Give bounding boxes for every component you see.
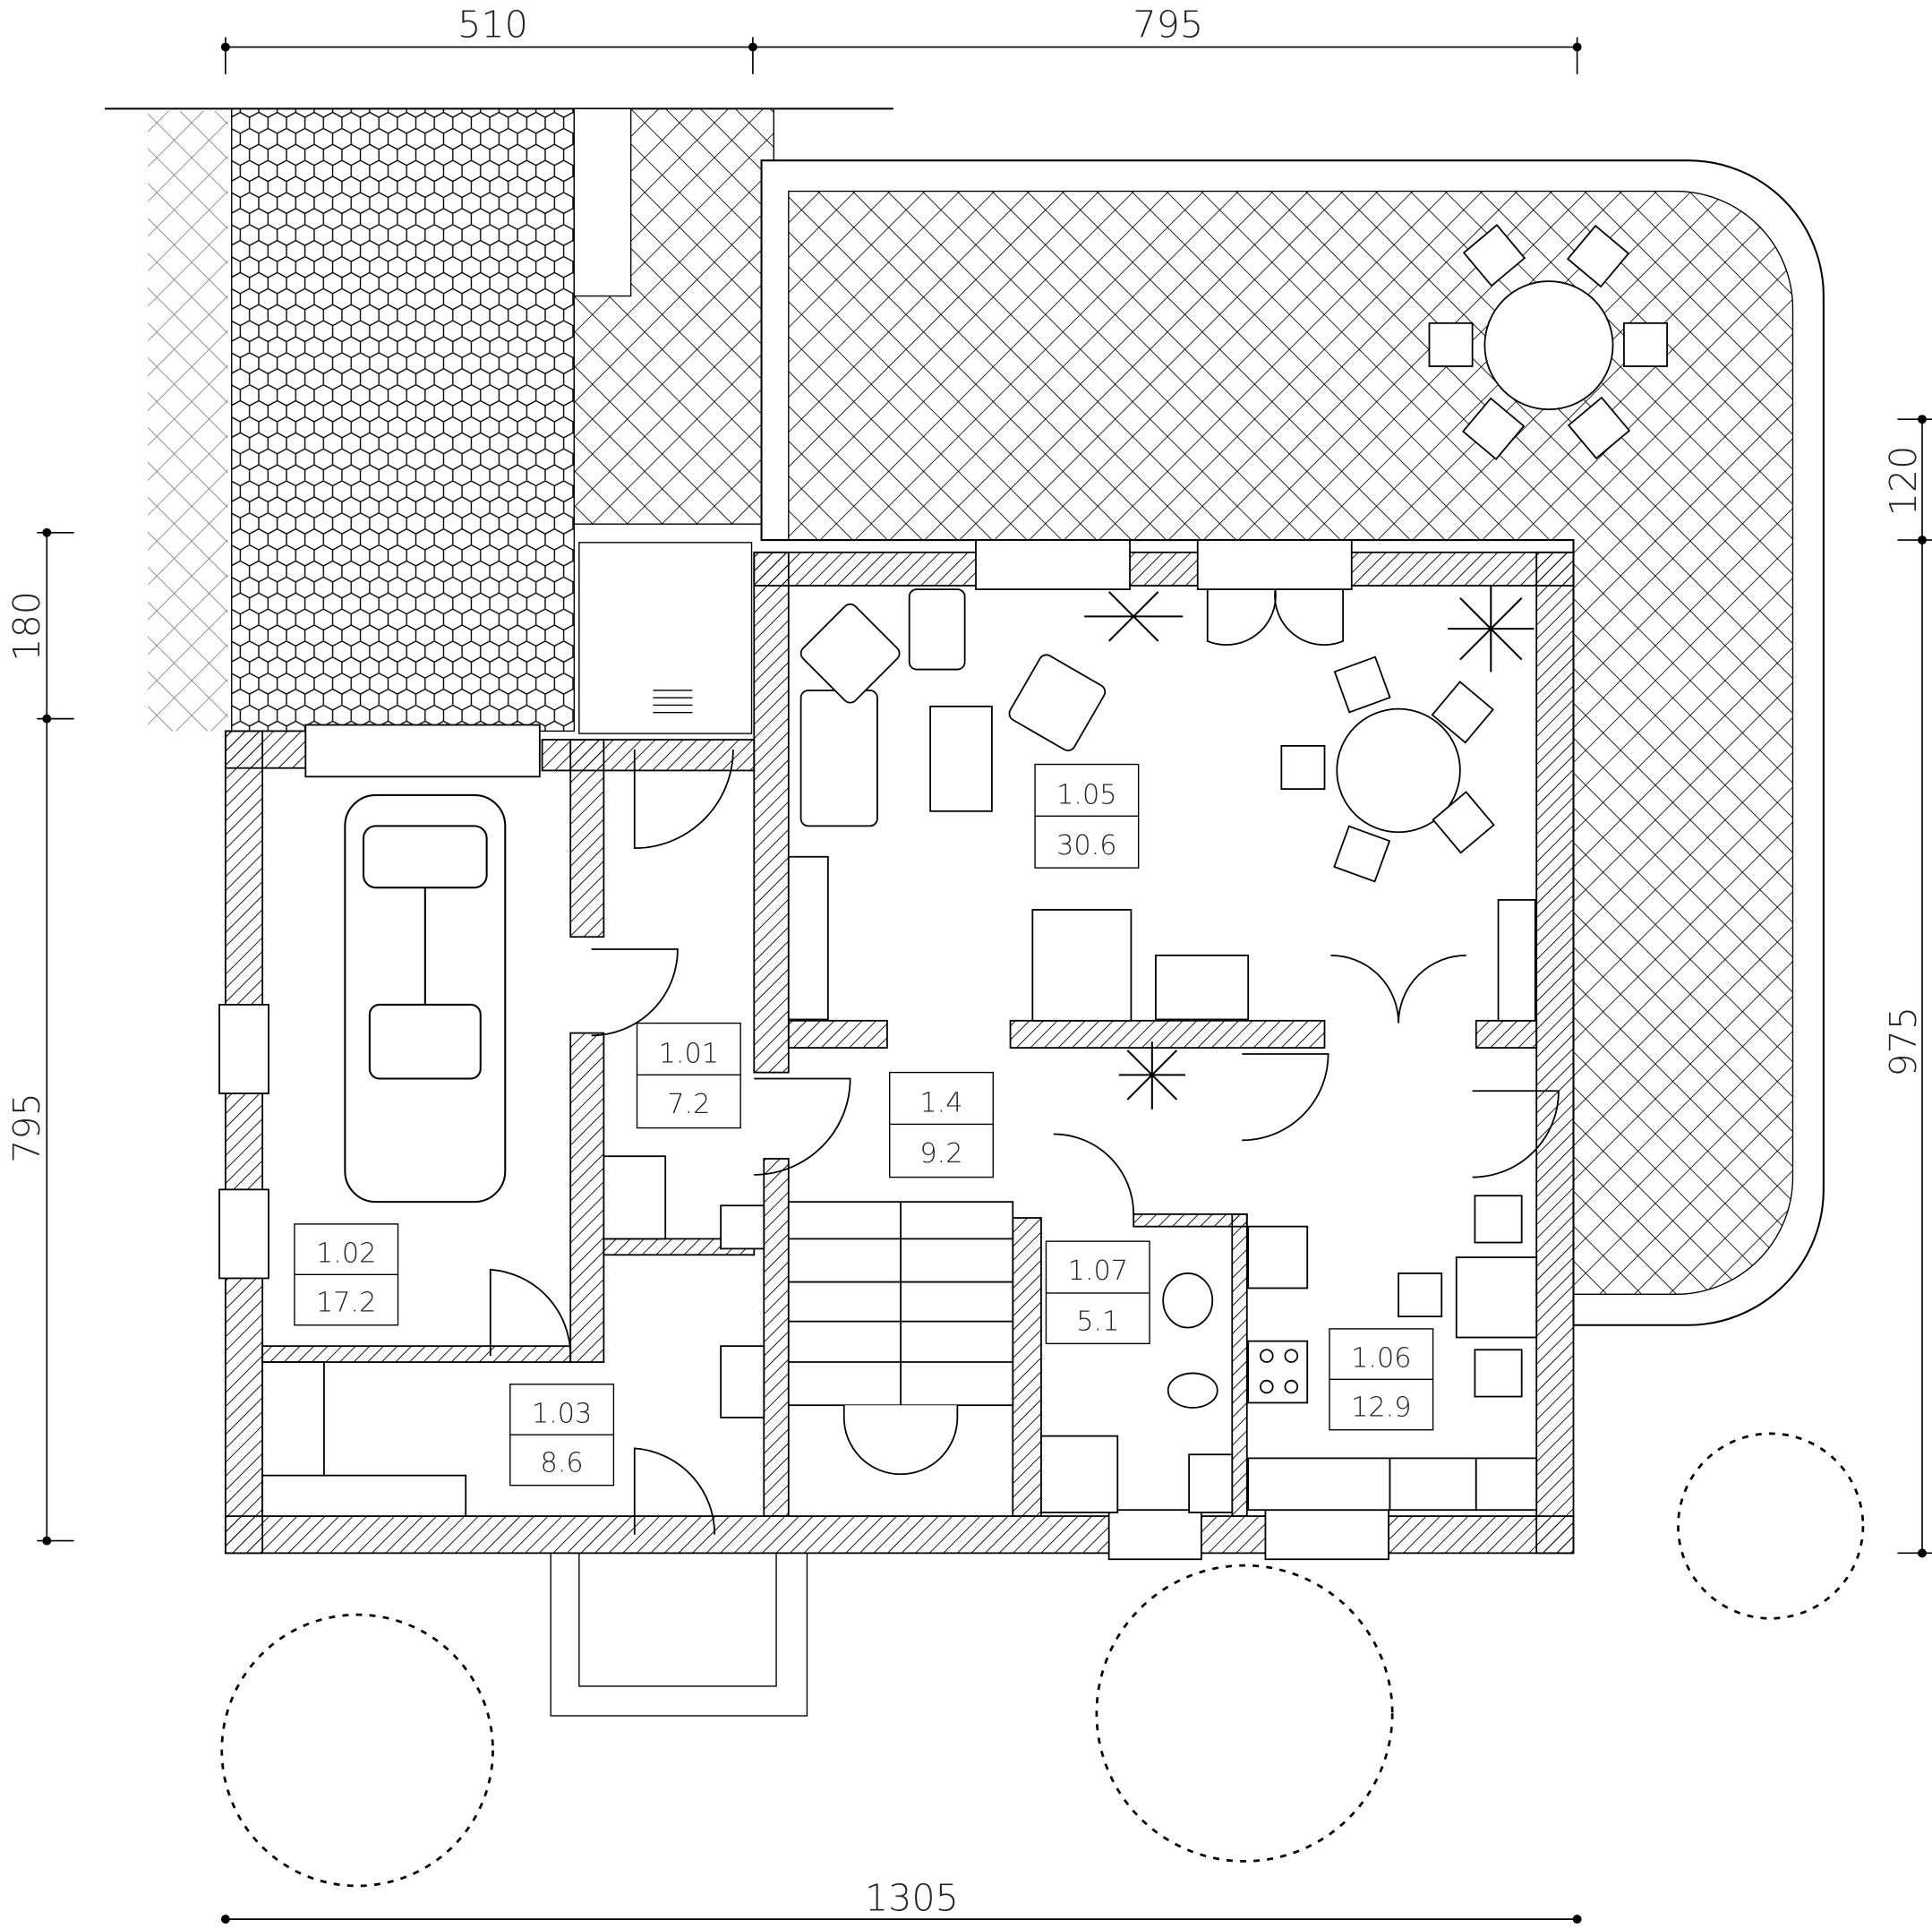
room-label-1.05: 1.05 30.6: [1034, 763, 1140, 869]
dim-top-2: 795: [1133, 4, 1203, 47]
dim-right-2: 975: [1882, 1007, 1925, 1077]
room-label-1.02: 1.02 17.2: [294, 1223, 399, 1326]
room-area: 9.2: [919, 1138, 962, 1170]
room-number: 1.07: [1068, 1255, 1128, 1287]
dim-left-2: 795: [5, 1093, 48, 1163]
doors[interactable]: [489, 589, 1560, 1535]
dimension-bottom: [220, 1915, 1582, 1924]
dim-left-1: 180: [5, 591, 48, 662]
terrace-dining-set: [1428, 224, 1668, 460]
dimension-top: [220, 37, 1582, 74]
paving-cutout: [573, 107, 632, 297]
hexagon-paving: [231, 107, 576, 733]
tree-icon: [220, 1432, 1865, 1888]
room-number: 1.4: [919, 1088, 962, 1119]
shrub-border: [148, 111, 228, 732]
furniture: [261, 588, 1538, 1517]
room-number: 1.01: [659, 1039, 719, 1070]
room-area: 5.1: [1076, 1306, 1119, 1337]
dimension-left: [37, 527, 74, 1546]
terrace-paving: [788, 190, 1794, 1296]
room-label-1.01: 1.01 7.2: [636, 1022, 741, 1129]
porch-grate: [653, 690, 693, 714]
room-number: 1.02: [316, 1238, 376, 1270]
dimension-right: [1897, 415, 1932, 1558]
dim-bottom: 1305: [865, 1876, 959, 1919]
room-area: 17.2: [316, 1288, 376, 1319]
dim-top-1: 510: [457, 4, 528, 47]
room-number: 1.06: [1351, 1343, 1411, 1375]
room-label-1.4: 1.4 9.2: [888, 1071, 994, 1178]
room-label-1.06: 1.06 12.9: [1329, 1328, 1434, 1431]
room-number: 1.05: [1056, 780, 1116, 811]
plant-icon: [1084, 585, 1534, 1110]
room-area: 12.9: [1351, 1392, 1411, 1424]
entry-porch: [578, 542, 753, 734]
room-label-1.07: 1.07 5.1: [1045, 1240, 1150, 1345]
dim-right-1: 120: [1882, 446, 1925, 517]
room-label-1.03: 1.03 8.6: [509, 1384, 615, 1487]
room-area: 8.6: [541, 1448, 584, 1479]
windows[interactable]: [218, 539, 1389, 1561]
car-icon: [344, 793, 507, 1204]
room-area: 30.6: [1056, 830, 1116, 861]
room-number: 1.03: [532, 1398, 592, 1429]
rear-step-inner: [578, 1552, 777, 1687]
room-area: 7.2: [667, 1089, 710, 1120]
